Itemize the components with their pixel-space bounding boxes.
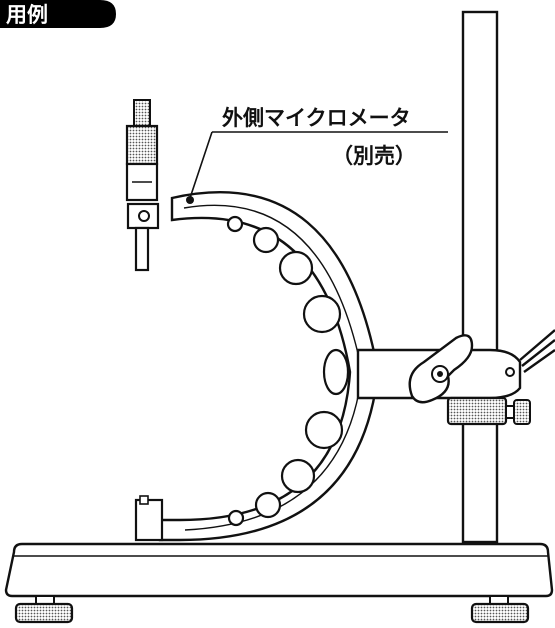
- callout-label-name: 外側マイクロメータ: [222, 106, 411, 130]
- frame-holes: [226, 215, 350, 527]
- leveling-foot-icon: [470, 595, 530, 624]
- badge-text: 用例: [6, 3, 48, 27]
- leveling-foot-icon: [14, 595, 74, 624]
- callout-label-note: （別売）: [332, 144, 416, 168]
- wing-bolt-icon: [408, 334, 474, 404]
- callout: 外側マイクロメータ （別売）: [186, 106, 448, 204]
- usage-badge: 用例: [0, 0, 116, 28]
- stand-column: [461, 10, 499, 544]
- micrometer-icon: [125, 99, 160, 272]
- stand-base: [4, 542, 554, 598]
- knurled-knob-icon: [446, 396, 531, 426]
